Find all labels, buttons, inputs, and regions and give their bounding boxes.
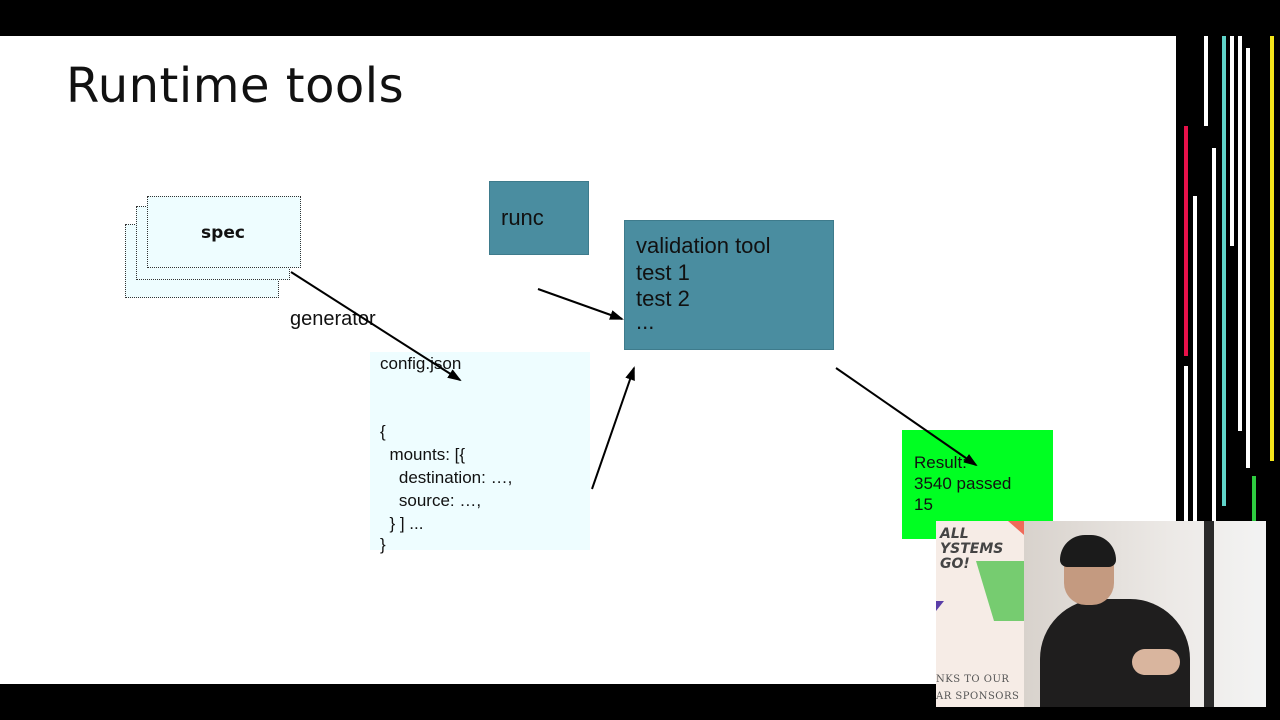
- stripe: [1193, 196, 1197, 526]
- sponsor-line: NKS TO OUR: [936, 674, 1010, 685]
- background-post: [1204, 521, 1214, 707]
- stripe: [1222, 36, 1226, 506]
- config-line: {: [380, 422, 386, 441]
- event-logo-text: ALL YSTEMS GO!: [940, 527, 1003, 572]
- config-line: }: [380, 535, 386, 554]
- slide-title: Runtime tools: [66, 58, 405, 114]
- stripe: [1184, 366, 1188, 526]
- banner-graphic: [936, 521, 1024, 621]
- sponsor-text: NKS TO OUR AR SPONSORS: [936, 671, 1019, 705]
- test-2-label: test 2: [636, 286, 690, 311]
- result-title: Result:: [914, 453, 967, 472]
- arrow-config-to-validation: [591, 366, 635, 490]
- logo-line: YSTEMS: [940, 541, 1004, 557]
- arrow-spec-to-config: [290, 271, 462, 382]
- stripe: [1184, 126, 1188, 356]
- runc-label: runc: [501, 205, 544, 230]
- result-box: Result: 3540 passed 15: [902, 430, 1053, 539]
- logo-line: ALL: [940, 526, 969, 542]
- stripe: [1212, 148, 1216, 524]
- stripe: [1230, 36, 1234, 246]
- stripe: [1252, 476, 1256, 526]
- config-line: } ] ...: [380, 514, 424, 533]
- speaker-camera-overlay: ALL YSTEMS GO! NKS TO OUR AR SPONSORS: [936, 521, 1266, 707]
- result-passed: 3540 passed: [914, 474, 1012, 493]
- stripe: [1270, 36, 1274, 461]
- speaker-hand: [1132, 649, 1180, 675]
- arrow-runc-to-validation: [537, 288, 624, 320]
- logo-line: GO!: [940, 556, 970, 572]
- stripe: [1238, 36, 1242, 431]
- stripe: [1204, 36, 1208, 126]
- spec-label: spec: [201, 223, 245, 243]
- config-json-box: config.json { mounts: [{ destination: …,…: [370, 352, 590, 554]
- event-banner: ALL YSTEMS GO! NKS TO OUR AR SPONSORS: [936, 521, 1024, 707]
- config-line: destination: …,: [380, 468, 513, 487]
- config-line: mounts: [{: [380, 445, 466, 464]
- validation-tool-title: validation tool: [636, 233, 771, 258]
- ellipsis-label: ...: [636, 308, 655, 334]
- letterbox-top: [0, 0, 1280, 36]
- sponsor-line: AR SPONSORS: [936, 691, 1020, 702]
- config-line: source: …,: [380, 491, 482, 510]
- result-failed: 15: [914, 495, 933, 514]
- spec-page-front: [147, 196, 301, 268]
- validation-tool-box: validation tool test 1 test 2 ...: [624, 220, 834, 350]
- test-1-label: test 1: [636, 259, 690, 285]
- runc-box: runc: [489, 181, 589, 255]
- stripe: [1246, 48, 1250, 468]
- arrow-validation-to-result: [835, 367, 978, 467]
- speaker-hair: [1060, 535, 1116, 567]
